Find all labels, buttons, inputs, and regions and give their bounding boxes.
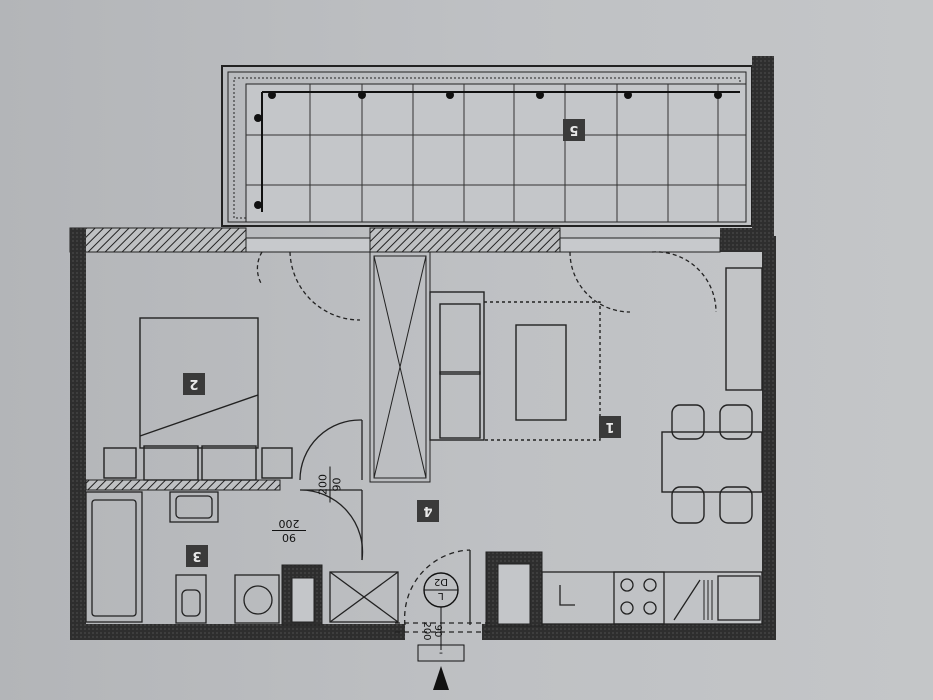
door-height: 200 bbox=[316, 474, 330, 495]
door-height: 200 bbox=[278, 517, 300, 530]
room-label-bathroom: 3 bbox=[186, 545, 208, 567]
entrance-marker: - bbox=[439, 646, 443, 659]
door-width: 90 bbox=[282, 531, 296, 544]
room-label-living: 1 bbox=[599, 416, 621, 438]
bathroom-fixtures bbox=[85, 491, 399, 624]
balcony bbox=[221, 56, 774, 236]
room-label-hallway: 4 bbox=[417, 500, 439, 522]
outer-walls bbox=[69, 227, 776, 640]
living-furniture bbox=[429, 267, 763, 524]
bedroom-furniture bbox=[103, 317, 293, 481]
entrance-tag-text: D2 L bbox=[428, 576, 454, 601]
door-tag: D2 bbox=[433, 576, 449, 587]
entrance-door-dims: 90 200 bbox=[421, 616, 443, 646]
door-height: 200 bbox=[421, 621, 432, 641]
doors bbox=[256, 251, 717, 633]
kitchen-counter bbox=[541, 571, 763, 625]
room-label-bedroom: 2 bbox=[183, 373, 205, 395]
bathroom-door-dims: 90 200 bbox=[272, 517, 306, 544]
entrance-door-tag bbox=[417, 572, 465, 690]
door-width: 90 bbox=[330, 477, 344, 492]
bedroom-door-dims: 90 200 bbox=[316, 466, 344, 503]
interior-walls bbox=[85, 251, 543, 627]
room-label-balcony: 5 bbox=[563, 119, 585, 141]
door-width: 90 bbox=[432, 624, 443, 638]
door-tag-sub: L bbox=[438, 590, 444, 601]
